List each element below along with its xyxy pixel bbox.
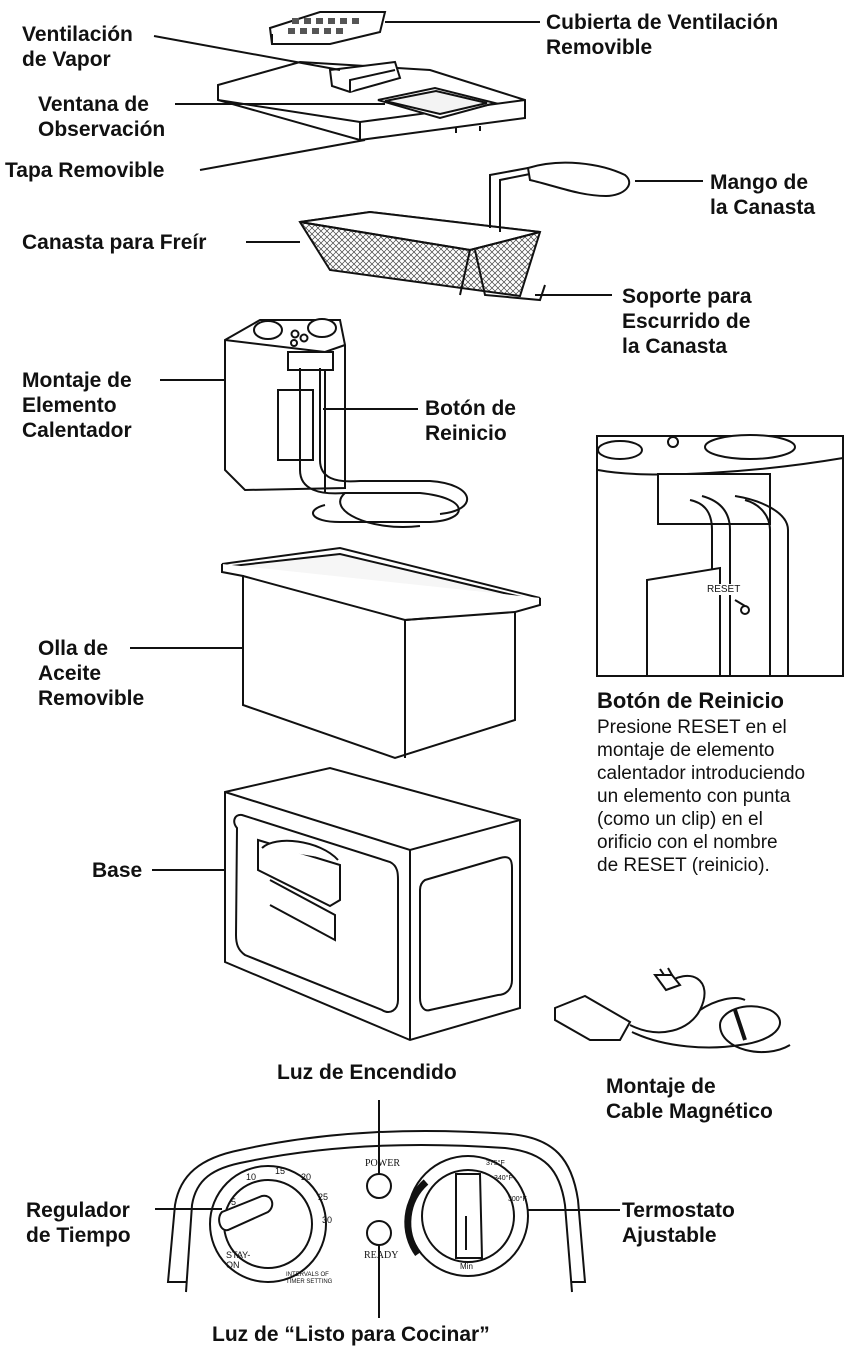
vent-cover [268, 11, 387, 45]
label-viewing-window: Ventana de Observación [38, 93, 166, 141]
heating-element-assembly [224, 318, 469, 528]
label-basket-handle: Mango de la Canasta [710, 171, 816, 219]
label-thermostat: Termostato Ajustable [622, 1199, 735, 1247]
temp-min: Min [460, 1262, 473, 1271]
label-power-light: Luz de Encendido [277, 1061, 457, 1084]
panel-power-mark: POWER [365, 1158, 400, 1169]
timer-tick-10: 10 [246, 1172, 257, 1182]
label-heating-element: Montaje de Elemento Calentador [22, 369, 132, 442]
frying-basket [298, 161, 631, 302]
panel-ready-mark: READY [364, 1250, 399, 1261]
label-magnetic-cord: Montaje de Cable Magnético [606, 1075, 773, 1123]
control-panel [166, 1130, 587, 1293]
label-steam-vent: Ventilación de Vapor [22, 23, 133, 71]
reset-info-body: Presione RESET en el montaje de elemento… [597, 717, 806, 876]
label-ready-light: Luz de “Listo para Cocinar” [212, 1323, 490, 1346]
timer-note: INTERVALS OF TIMER SETTING [286, 1272, 333, 1285]
inset-reset-tag: RESET [707, 584, 741, 595]
label-frying-basket: Canasta para Freír [22, 231, 207, 254]
timer-tick-5: 5 [231, 1197, 237, 1207]
temp-tick-375: 375°F [486, 1160, 505, 1167]
label-basket-support: Soporte para Escurrido de la Canasta [622, 285, 752, 358]
leader-lines [130, 21, 703, 1318]
reset-inset [596, 434, 844, 677]
label-vent-cover: Cubierta de Ventilación Removible [546, 11, 779, 59]
temp-tick-340: 340°F [494, 1175, 513, 1182]
timer-tick-20: 20 [301, 1172, 312, 1182]
label-reset-button: Botón de Reinicio [425, 397, 516, 445]
timer-tick-25: 25 [318, 1192, 329, 1202]
label-base: Base [92, 859, 143, 882]
temp-tick-300: 300°F [508, 1196, 527, 1203]
label-oil-pot: Olla de Aceite Removible [38, 637, 145, 710]
fryer-base [224, 766, 521, 1042]
reset-info-title: Botón de Reinicio [597, 688, 784, 713]
removable-oil-pot [221, 546, 541, 760]
timer-stay-on: STAY-ON [226, 1250, 251, 1270]
removable-lid [217, 60, 526, 142]
timer-tick-15: 15 [275, 1166, 286, 1176]
label-timer: Regulador de Tiempo [26, 1199, 131, 1247]
label-removable-lid: Tapa Removible [5, 159, 165, 182]
magnetic-cord [554, 967, 791, 1053]
timer-tick-30: 30 [322, 1215, 333, 1225]
